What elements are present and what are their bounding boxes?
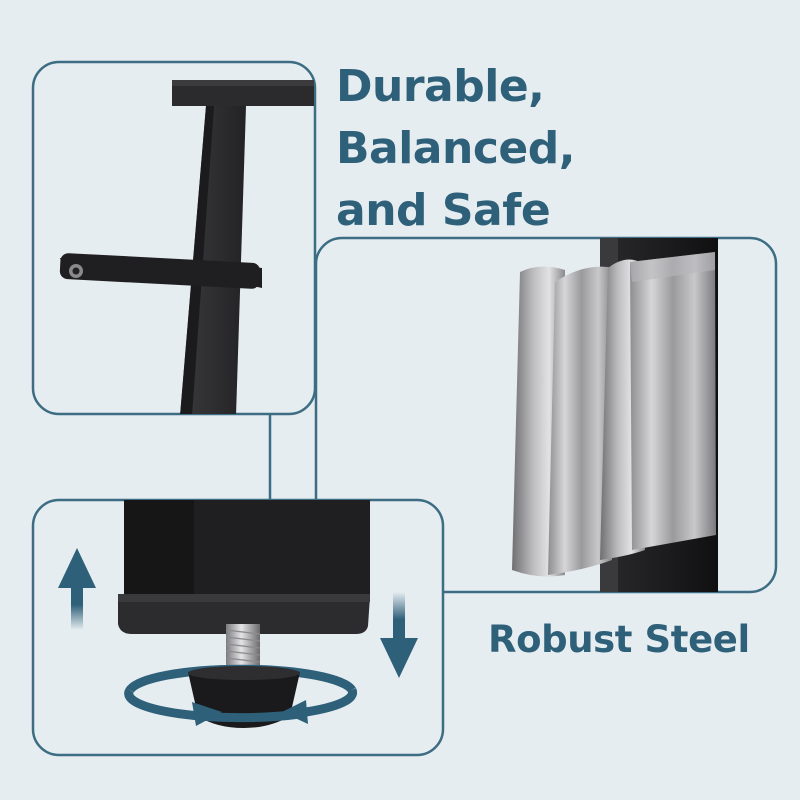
arrow-down-icon: [380, 592, 418, 678]
headline: Durable, Balanced, and Safe: [336, 56, 786, 242]
adjustable-foot-panel: [31, 498, 445, 757]
headline-line-1: Durable, Balanced,: [336, 61, 575, 174]
arrow-up-icon: [58, 548, 96, 630]
rotate-arrow-left: [192, 702, 222, 726]
steel-caption: Robust Steel: [488, 618, 750, 661]
leg-strap-panel: [31, 60, 317, 416]
rotate-arrow-right: [282, 700, 308, 724]
headline-line-2: and Safe: [336, 185, 551, 236]
foot-cap: [118, 596, 370, 634]
